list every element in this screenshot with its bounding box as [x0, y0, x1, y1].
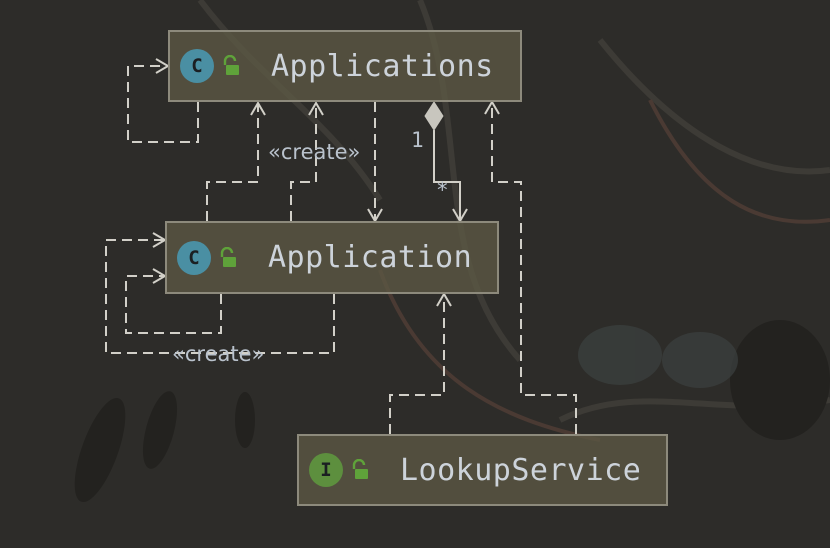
application-self-dependency-outer — [105, 239, 335, 354]
arrowhead — [250, 101, 266, 116]
application-create-applications-right — [290, 103, 317, 221]
multiplicity-source: 1 — [411, 128, 424, 152]
applications-class-node[interactable]: C Applications — [168, 30, 522, 102]
lookupservice-to-application-dependency — [389, 294, 445, 434]
application-create-applications-left — [206, 103, 259, 221]
application-class-node[interactable]: C Application — [165, 221, 499, 294]
arrowhead — [436, 292, 452, 307]
interface-name: LookupService — [400, 452, 642, 488]
unlocked-icon — [223, 55, 239, 75]
unlocked-icon — [352, 459, 368, 479]
applications-self-dependency — [127, 65, 199, 143]
create-stereotype-label: «create» — [172, 342, 265, 366]
class-name: Application — [268, 240, 473, 275]
composition-line — [433, 130, 461, 221]
create-stereotype-label: «create» — [268, 140, 361, 164]
arrowhead — [308, 101, 324, 116]
arrowhead — [484, 100, 500, 115]
interface-icon: I — [309, 453, 343, 487]
lookupservice-interface-node[interactable]: I LookupService — [297, 434, 668, 506]
application-self-dependency-inner — [125, 275, 222, 334]
multiplicity-target: * — [436, 178, 449, 202]
composition-diamond — [424, 101, 444, 131]
class-icon: C — [177, 240, 211, 275]
unlocked-icon — [220, 246, 236, 267]
lookupservice-to-applications-dependency — [491, 102, 577, 434]
class-icon: C — [180, 49, 214, 83]
class-name: Applications — [271, 48, 494, 84]
